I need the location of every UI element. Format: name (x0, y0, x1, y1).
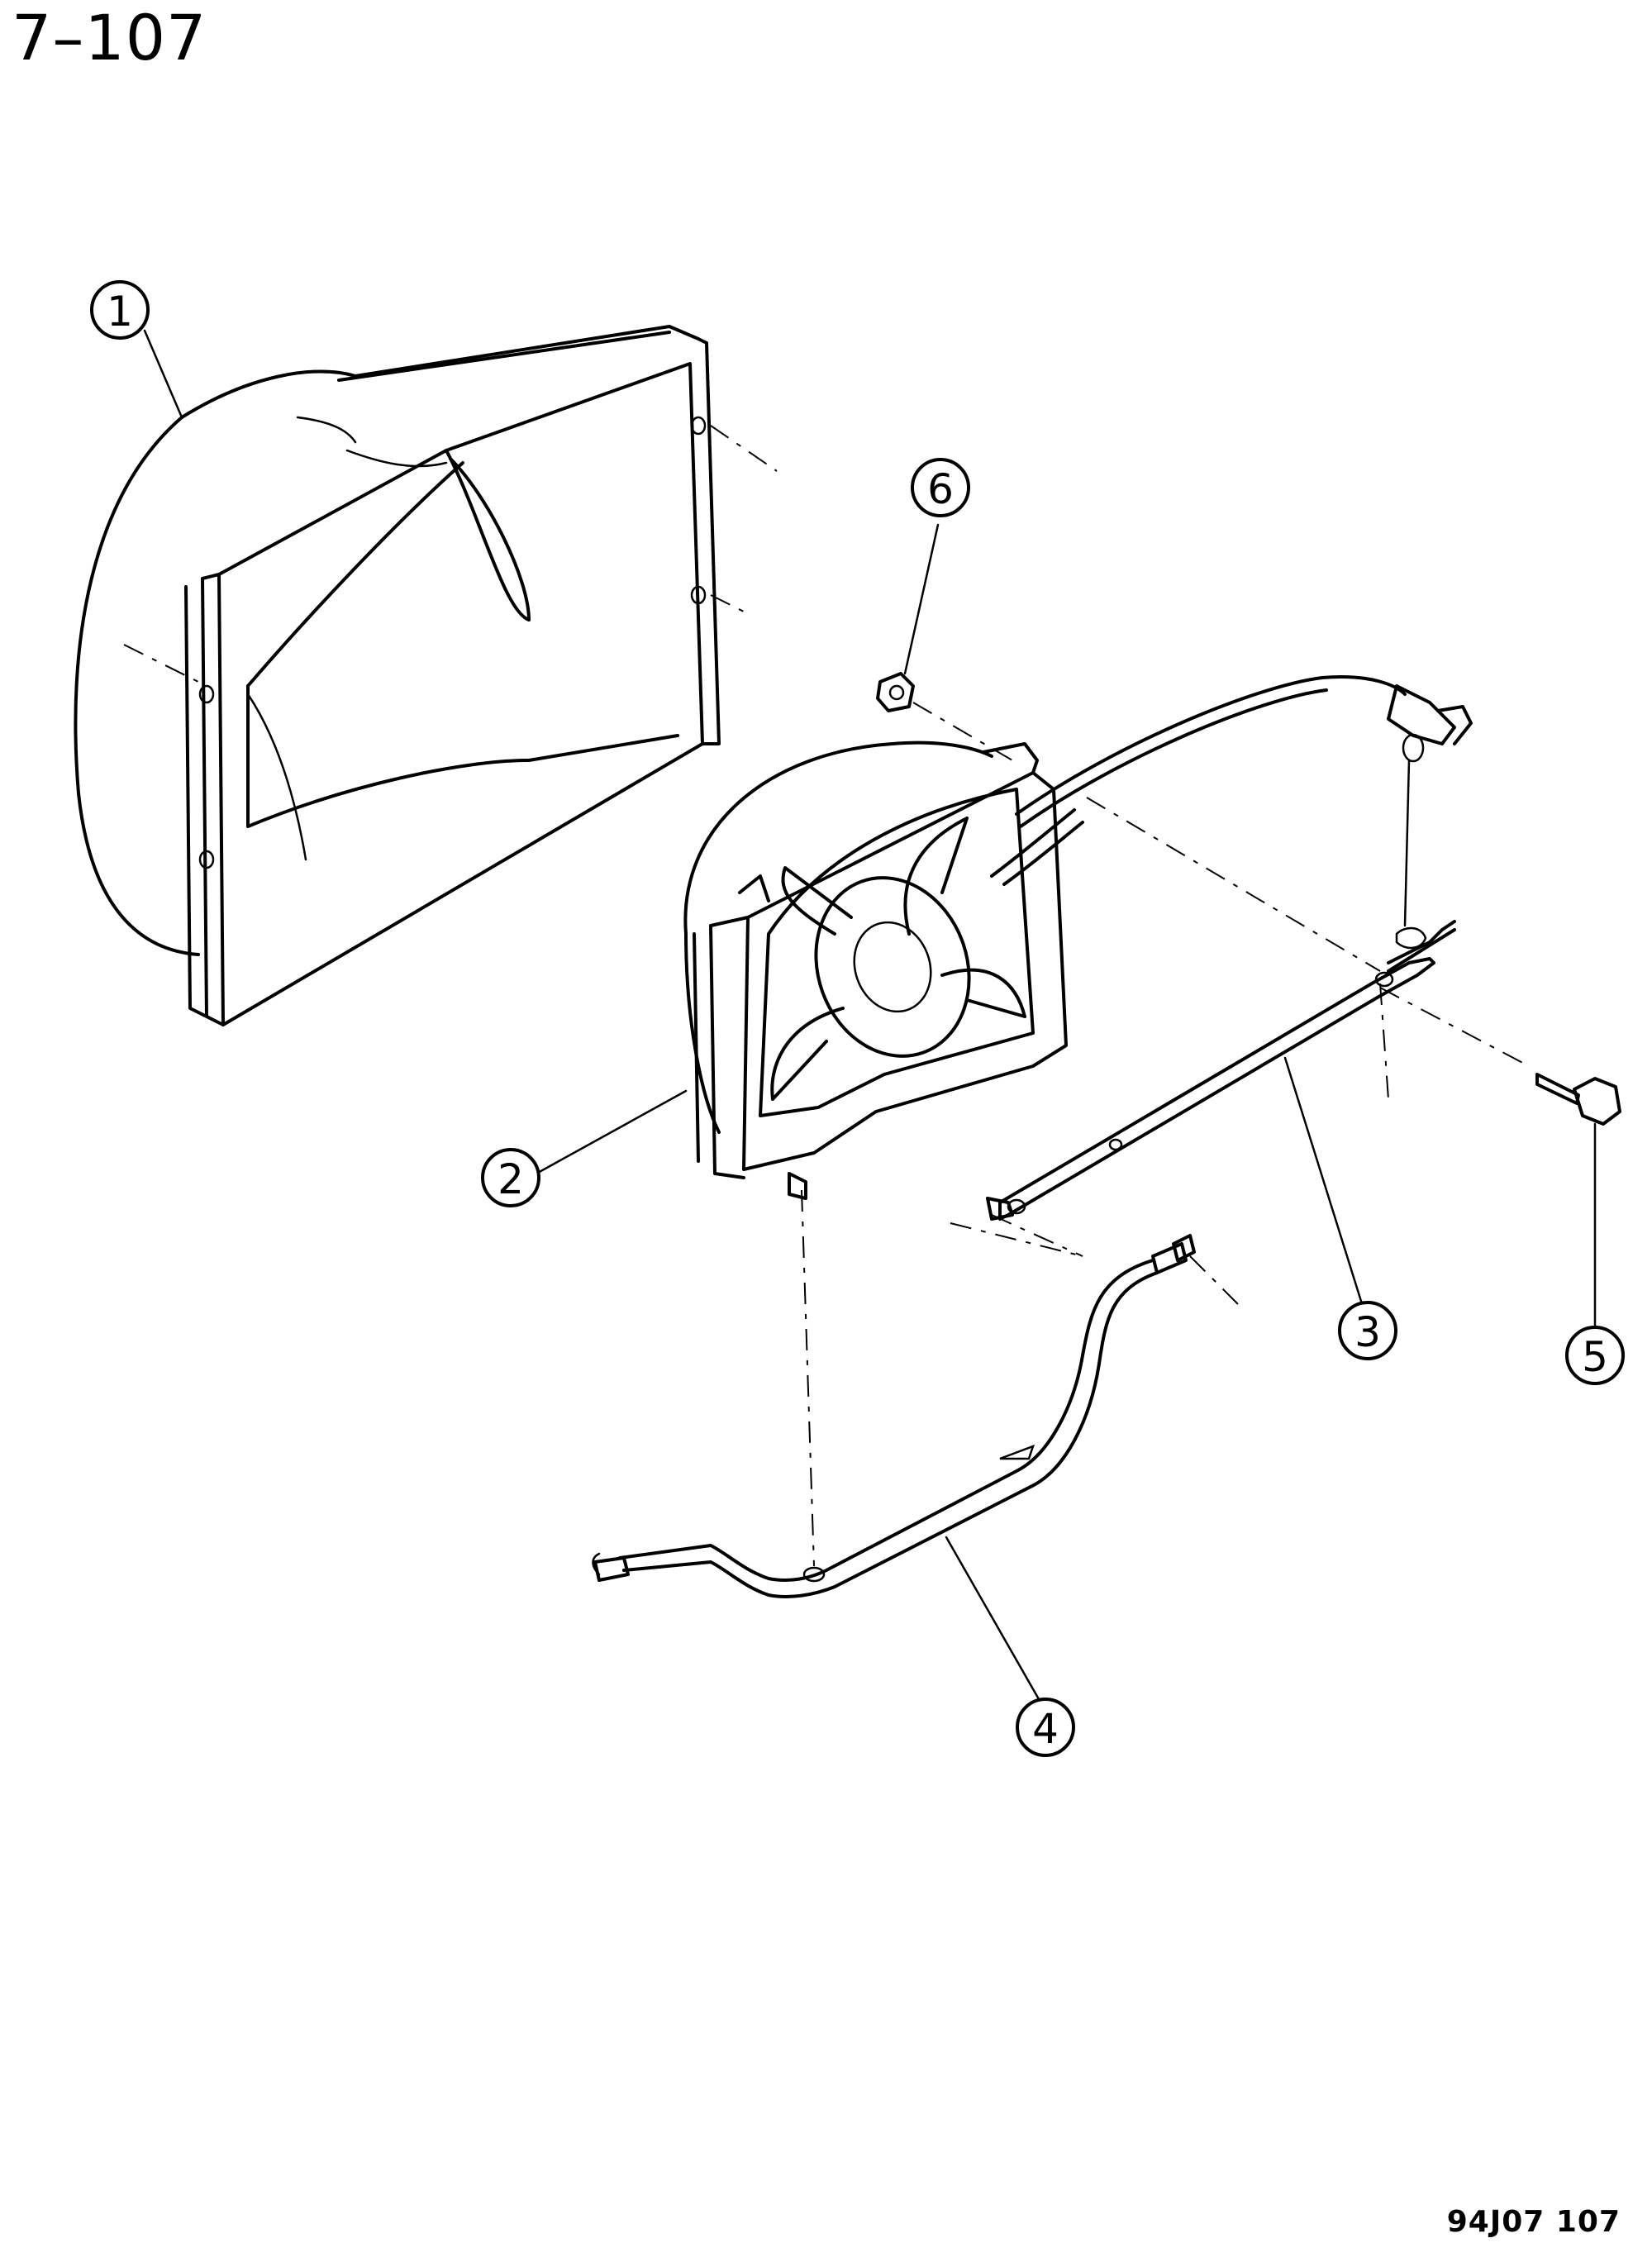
callout-1-label: 1 (107, 288, 133, 336)
leader-lines (143, 329, 1597, 1712)
bolt-part (1535, 1073, 1621, 1126)
lower-bracket-part (592, 1189, 1240, 1598)
nut-part (876, 672, 1013, 761)
callout-4: 4 (1016, 1698, 1075, 1757)
upper-bracket-part (986, 797, 1530, 1257)
callout-2-label: 2 (498, 1155, 524, 1203)
callout-6: 6 (911, 458, 970, 517)
callout-6-label: 6 (927, 465, 954, 513)
callout-5: 5 (1565, 1326, 1625, 1385)
page-number: 7–107 (12, 1, 207, 74)
callout-4-label: 4 (1032, 1705, 1059, 1753)
callout-2: 2 (481, 1148, 540, 1207)
callout-3-label: 3 (1354, 1308, 1381, 1356)
shroud-part (74, 325, 778, 1026)
drawing-code: 94J07 107 (1446, 2205, 1621, 2239)
fan-assembly-part (683, 675, 1473, 1200)
callout-1: 1 (90, 280, 150, 340)
callout-3: 3 (1338, 1301, 1397, 1360)
callout-5-label: 5 (1582, 1333, 1608, 1381)
